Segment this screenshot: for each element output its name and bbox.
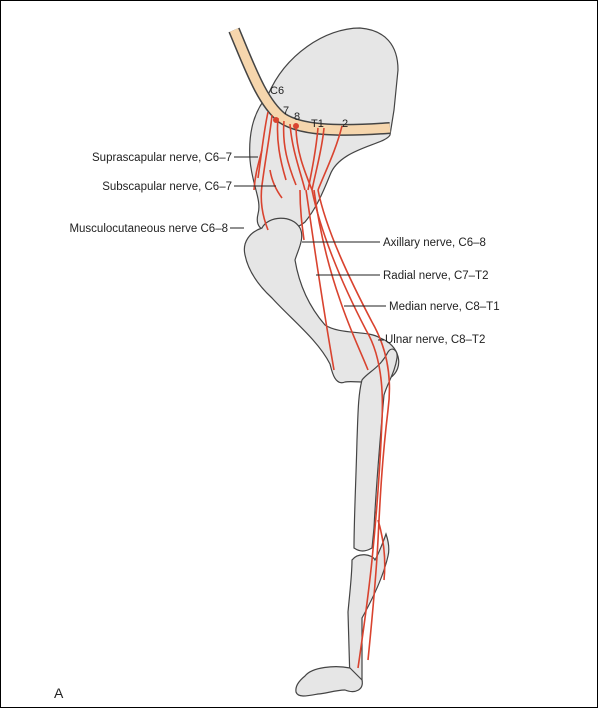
label-musculocutaneous-nerve: Musculocutaneous nerve C6–8 [69,223,228,235]
label-ulnar-nerve: Ulnar nerve, C8–T2 [385,334,485,346]
segment-label-7: 7 [283,105,289,117]
label-median-nerve: Median nerve, C8–T1 [389,301,500,313]
metacarpus-bone [348,534,389,685]
panel-label: A [54,685,64,701]
label-subscapular-nerve: Subscapular nerve, C6–7 [102,181,232,193]
segment-label-8: 8 [294,111,300,123]
label-radial-nerve: Radial nerve, C7–T2 [383,270,488,282]
segment-label-t1: T1 [311,118,324,130]
humerus-bone [244,218,398,382]
segment-label-c6: C6 [270,85,284,97]
label-suprascapular-nerve: Suprascapular nerve, C6–7 [92,152,232,164]
label-axillary-nerve: Axillary nerve, C6–8 [383,237,486,249]
segment-label-2: 2 [342,118,348,130]
phalanges-bone [296,667,362,696]
